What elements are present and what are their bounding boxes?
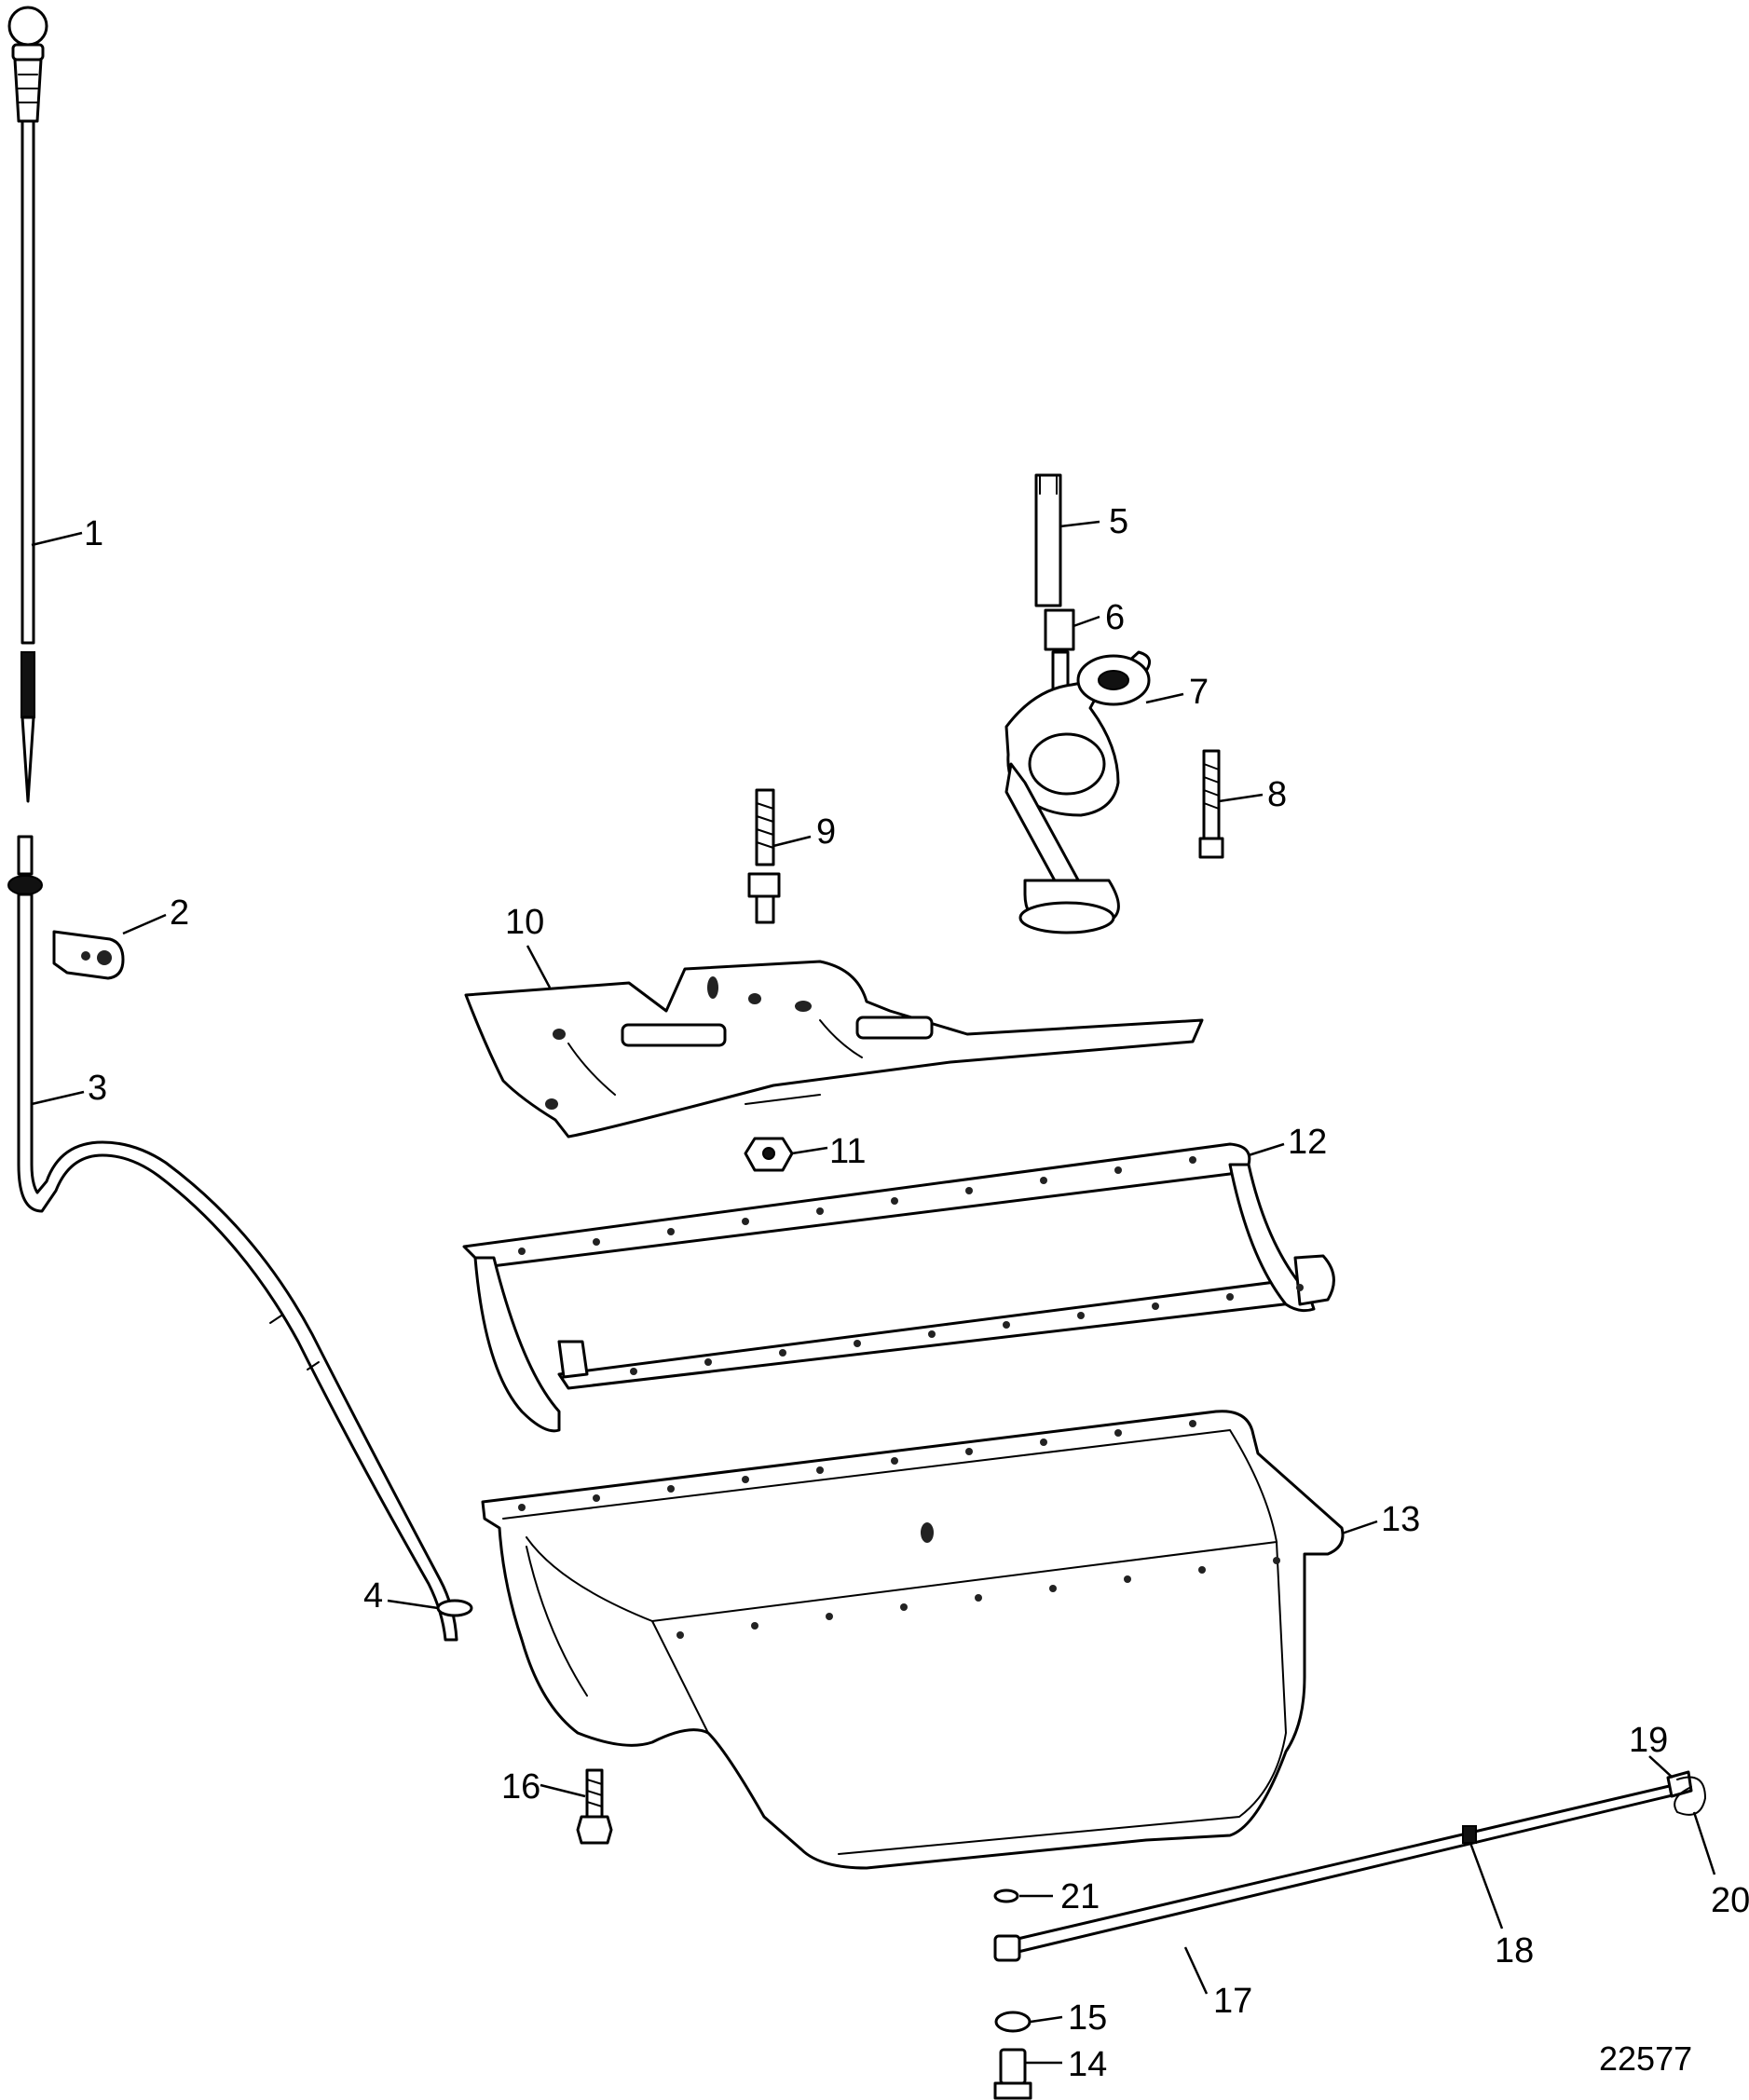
- callout-10: 10: [505, 903, 544, 942]
- callout-14: 14: [1068, 2045, 1107, 2084]
- pan-bolt-holes: [518, 1420, 1280, 1639]
- callout-16: 16: [501, 1767, 540, 1807]
- leader-lines: [31, 520, 1716, 2065]
- callout-19: 19: [1629, 1721, 1668, 1760]
- part-2-clip: [52, 930, 125, 980]
- callout-6: 6: [1105, 598, 1125, 637]
- callout-20: 20: [1711, 1881, 1749, 1920]
- part-18-clamp: [1462, 1825, 1477, 1844]
- part-3-dipstick-tube: [7, 835, 458, 1642]
- callout-5: 5: [1109, 502, 1128, 541]
- part-7-oil-pump: [1004, 650, 1152, 934]
- part-20-cap: [1674, 1776, 1707, 1816]
- callout-15: 15: [1068, 1998, 1107, 2038]
- callout-1: 1: [84, 514, 103, 553]
- callout-12: 12: [1288, 1123, 1327, 1162]
- part-9-stud: [747, 788, 781, 924]
- part-15-sealing-washer: [994, 2011, 1032, 2033]
- callout-3: 3: [88, 1069, 107, 1108]
- callout-7: 7: [1189, 673, 1209, 712]
- callout-18: 18: [1495, 1931, 1534, 1970]
- part-5-pump-shaft: [1034, 473, 1062, 607]
- callout-21: 21: [1060, 1877, 1100, 1916]
- part-12-pan-gasket: [462, 1142, 1335, 1433]
- callout-8: 8: [1267, 775, 1287, 814]
- callout-17: 17: [1213, 1982, 1252, 2021]
- callout-labels: 1 2 3 4 5 6 7 8 9 10 11 12 13 14 15 16 1…: [84, 502, 1749, 2084]
- part-10-windage-tray: [464, 960, 1204, 1139]
- part-1-dipstick: [7, 6, 48, 803]
- callout-13: 13: [1381, 1500, 1420, 1539]
- part-21-washer: [993, 1889, 1019, 1903]
- callout-2: 2: [170, 893, 189, 933]
- part-8-stud: [1198, 749, 1224, 859]
- figure-number: 22577: [1599, 2039, 1692, 2078]
- part-13-oil-pan: [481, 1410, 1345, 1870]
- part-14-drain-plug: [993, 2048, 1032, 2100]
- part-4-o-ring: [436, 1599, 473, 1617]
- part-16-bolt: [576, 1768, 613, 1845]
- callout-4: 4: [363, 1576, 383, 1616]
- callout-11: 11: [829, 1132, 866, 1171]
- callout-9: 9: [816, 812, 836, 852]
- gasket-bolt-holes: [518, 1156, 1304, 1375]
- part-6-sleeve: [1044, 608, 1075, 651]
